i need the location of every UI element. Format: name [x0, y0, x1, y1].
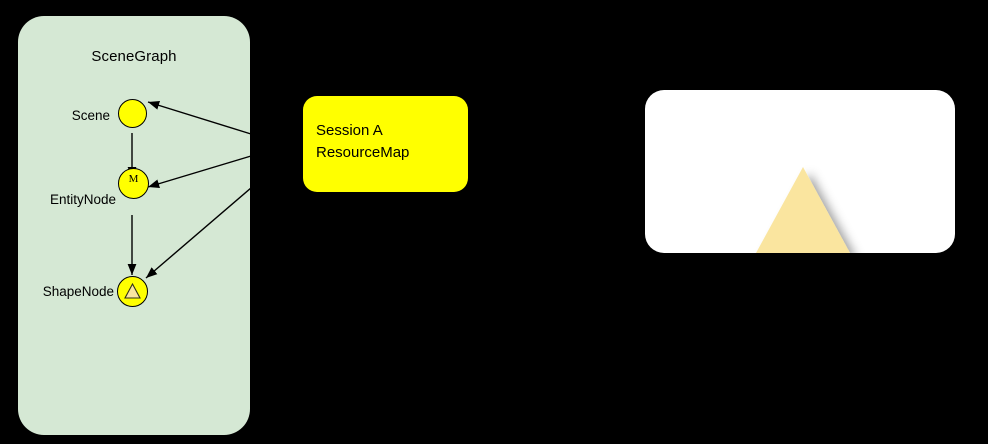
graph-node-shapenode[interactable]: [117, 276, 148, 307]
scenegraph-edges: [127, 101, 250, 279]
triangle-icon: [123, 282, 141, 299]
edge-resourcemap-to-entitynode: [147, 155, 250, 189]
graph-node-entitynode-inner: M: [128, 173, 139, 185]
rendered-triangle-icon: [756, 167, 850, 253]
scenegraph-title: SceneGraph: [91, 48, 177, 65]
node-label-entitynode: EntityNode: [49, 192, 116, 207]
edge-resourcemap-to-scene: [147, 101, 250, 135]
render-output-panel: [645, 90, 955, 253]
graph-node-entitynode[interactable]: M: [118, 168, 149, 199]
session-resourcemap-box[interactable]: Session A ResourceMap: [303, 96, 468, 192]
graph-node-scene[interactable]: [118, 99, 147, 128]
session-resourcemap-label: Session A ResourceMap: [316, 122, 410, 161]
edge-resourcemap-to-shapenode: [145, 187, 250, 279]
node-label-scene: Scene: [71, 108, 110, 123]
scenegraph-container: SceneGraph Scene EntityNode: [18, 16, 250, 435]
node-label-shapenode: ShapeNode: [42, 284, 114, 299]
